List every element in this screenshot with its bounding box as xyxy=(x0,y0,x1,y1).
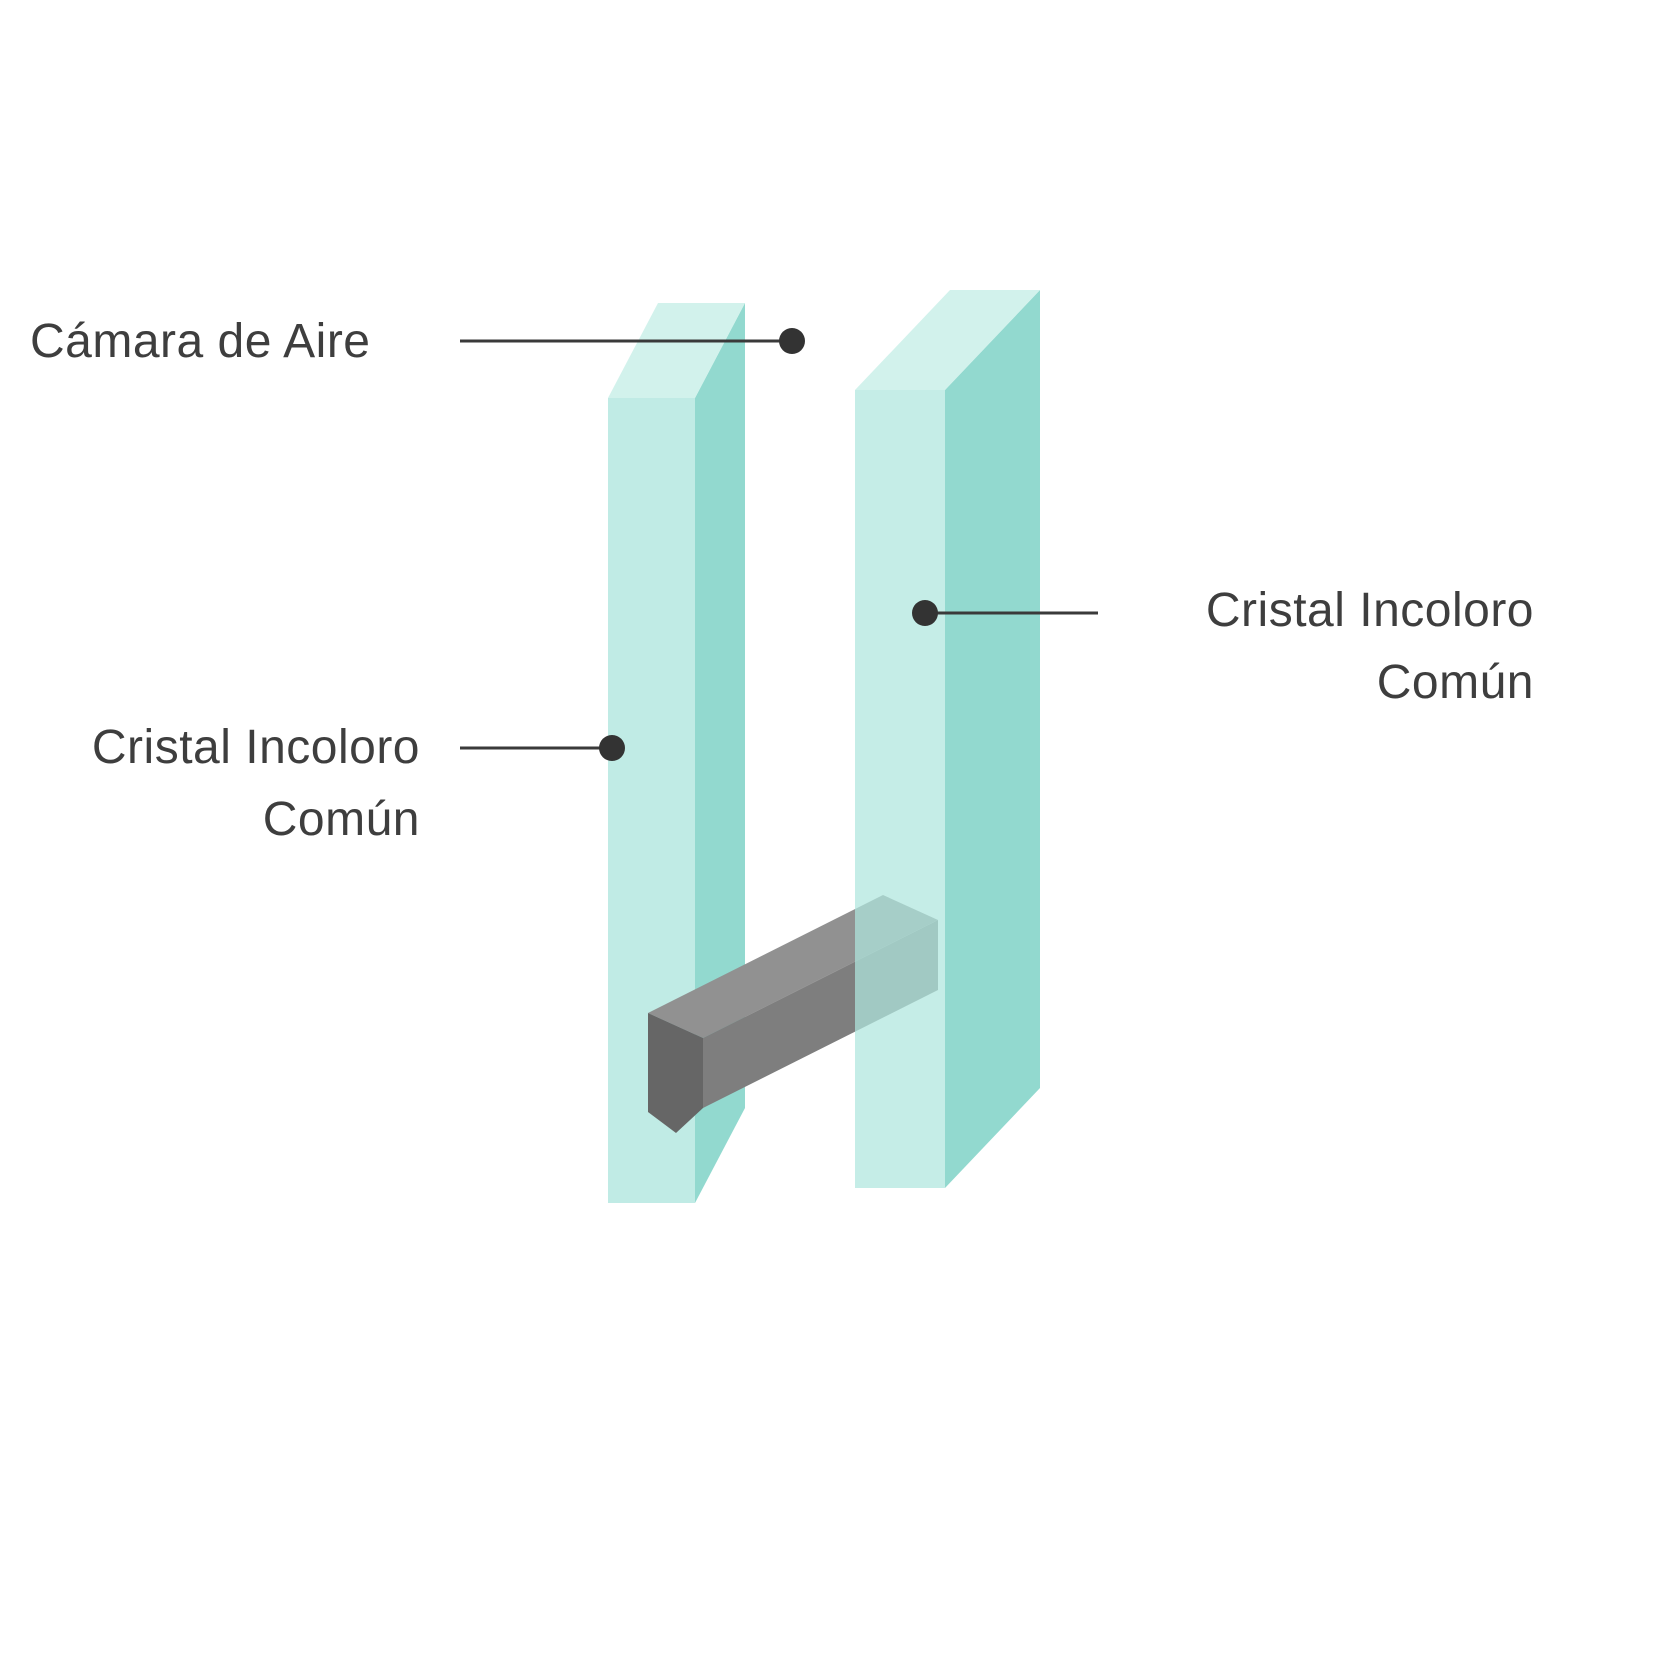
label-air-chamber: Cámara de Aire xyxy=(30,315,371,368)
label-left-glass-line1: Cristal Incoloro xyxy=(91,721,420,774)
right-glass-leader-dot xyxy=(912,600,938,626)
left-pane-top-face xyxy=(608,303,745,398)
right-pane-side-face xyxy=(945,290,1040,1188)
label-left-glass: Cristal Incoloro Común xyxy=(92,712,420,856)
right-pane-front-face xyxy=(855,390,945,1188)
spacer-end-cap xyxy=(648,1013,703,1133)
label-right-glass-line1: Cristal Incoloro xyxy=(1205,584,1534,637)
leader-lines xyxy=(460,328,1098,761)
label-left-glass-line2: Común xyxy=(262,793,420,846)
label-right-glass-line2: Común xyxy=(1376,656,1534,709)
air-chamber-leader-dot xyxy=(779,328,805,354)
right-pane-top-face xyxy=(855,290,1040,390)
right-glass-pane xyxy=(855,290,1040,1188)
label-right-glass: Cristal Incoloro Común xyxy=(1206,575,1534,719)
left-glass-leader-dot xyxy=(599,735,625,761)
